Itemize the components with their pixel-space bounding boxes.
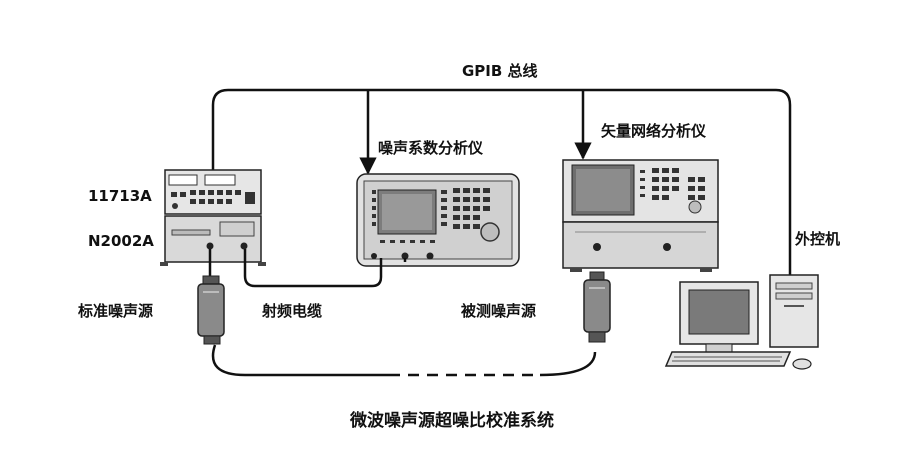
attenuator-driver-11713a — [164, 169, 262, 215]
model-n2002a-label: N2002A — [88, 232, 154, 250]
rf-cables — [208, 249, 407, 377]
gpib-bus — [204, 88, 792, 282]
noise-source-unit-n2002a — [160, 215, 266, 266]
dut-source-label: 被测噪声源 — [461, 302, 536, 320]
standard-noise-source — [197, 275, 225, 345]
control-computer — [664, 274, 819, 370]
noise-figure-analyzer — [356, 173, 520, 267]
diagram-caption: 微波噪声源超噪比校准系统 — [349, 410, 554, 431]
nfa-label: 噪声系数分析仪 — [378, 139, 484, 157]
model-11713a-label: 11713A — [88, 187, 152, 205]
vector-network-analyzer — [562, 159, 719, 272]
dut-cable — [539, 351, 597, 377]
dut-noise-source — [583, 271, 611, 343]
std-source-label: 标准噪声源 — [77, 302, 153, 320]
pc-label: 外控机 — [794, 230, 840, 248]
rf-cable-label: 射频电缆 — [261, 302, 322, 320]
vna-label: 矢量网络分析仪 — [601, 122, 707, 140]
gpib-bus-label: GPIB 总线 — [462, 62, 538, 80]
